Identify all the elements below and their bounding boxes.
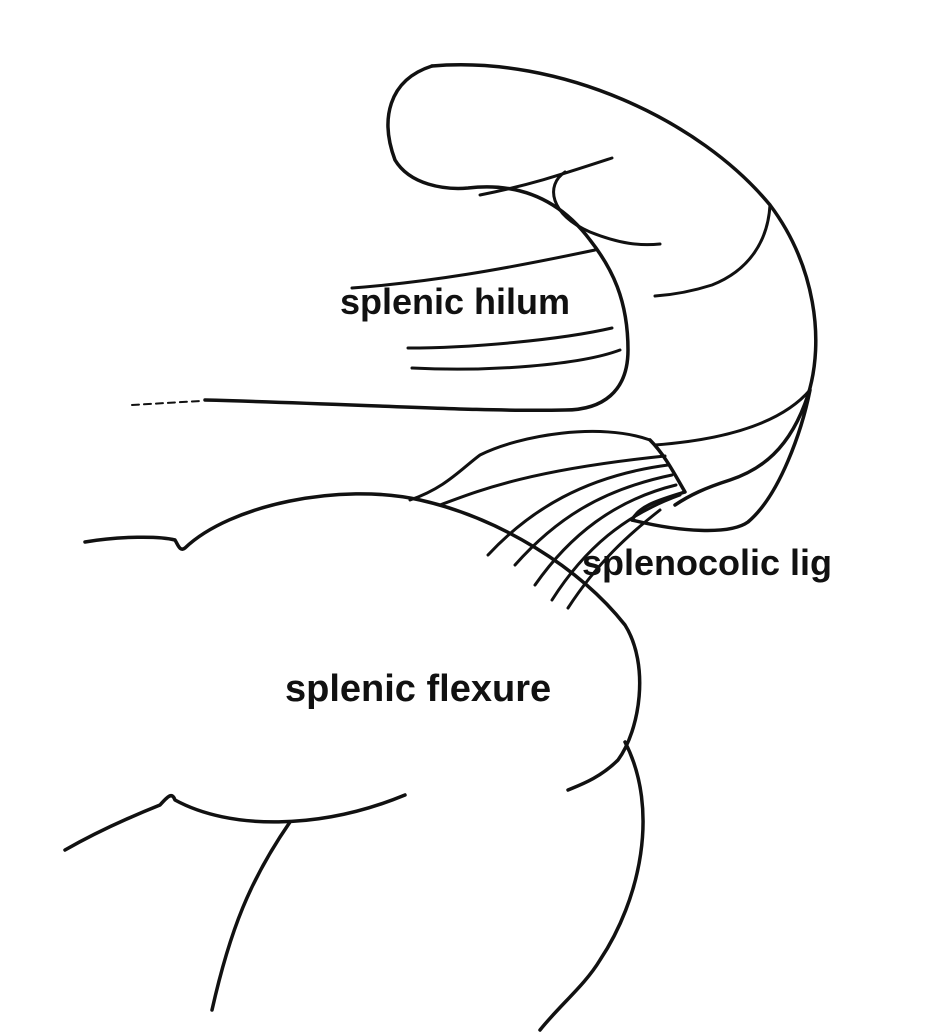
ligament-fiber-6: [566, 508, 662, 610]
spleen-outline: [203, 64, 630, 413]
colon-lower-outline: [63, 793, 407, 852]
dashed-reference-line: [131, 400, 201, 406]
ligament-tip: [630, 438, 687, 522]
hilum-vessel-3: [410, 348, 622, 371]
ligament-fiber-4: [533, 483, 678, 587]
colon-upper-outline: [83, 492, 642, 792]
spleen: [203, 63, 818, 533]
colon-descending-left: [210, 820, 292, 1012]
spleen-lower-ridge: [653, 388, 812, 447]
hilum-vessels: [131, 248, 622, 406]
spleen-lobe-crease: [478, 156, 614, 197]
hilum-vessel-2: [406, 326, 614, 350]
colon-descending-right: [538, 740, 645, 1032]
ligament-top-band: [408, 429, 652, 502]
spleen-outer-convexity: [430, 63, 818, 507]
ligament-fiber-5: [550, 493, 682, 602]
ligament-fiber-3: [513, 473, 674, 567]
splenocolic-ligament: [408, 429, 687, 610]
splenic-hilum-label: splenic hilum: [340, 281, 571, 322]
ligament-fiber-2: [486, 463, 670, 557]
lower-pole-outline: [630, 388, 812, 533]
hilum-vessel-1: [350, 248, 597, 290]
spleen-inner-curve: [552, 170, 662, 247]
spleen-ridge: [653, 203, 772, 298]
splenic-flexure: [63, 492, 645, 1032]
ligament-fiber-1: [438, 454, 667, 507]
splenic-flexure-label: splenic flexure: [285, 668, 552, 710]
splenocolic-ligament-label: splenocolic lig: [582, 542, 833, 583]
